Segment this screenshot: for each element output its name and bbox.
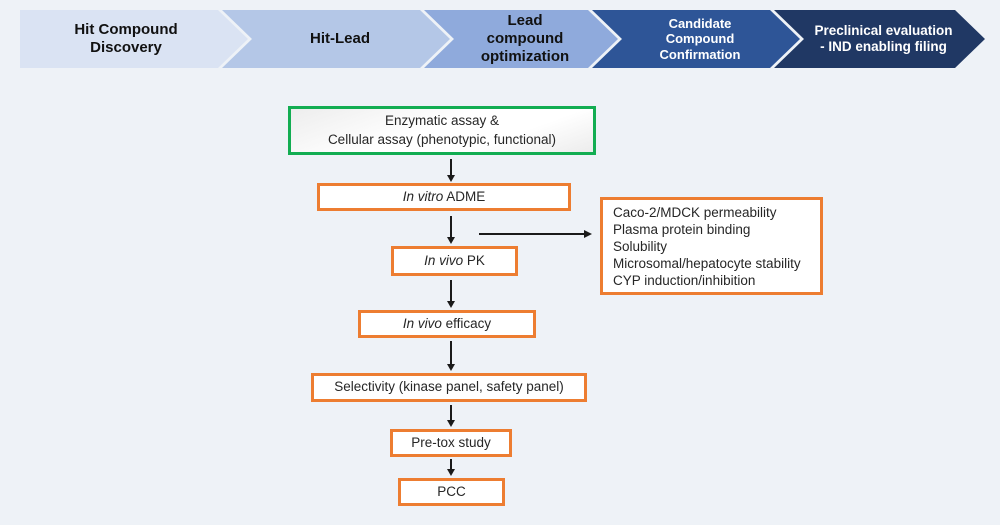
adme-assays-panel: Caco-2/MDCK permeability Plasma protein …: [600, 197, 823, 295]
arrow-down-selectivity-to-pretox: [446, 405, 456, 427]
arrow-head-icon: [584, 229, 592, 238]
stage-label: Candidate Compound Confirmation: [659, 15, 741, 62]
panel-item: CYP induction/inhibition: [613, 272, 756, 288]
arrow-head-icon: [446, 364, 455, 371]
flow-box-pcc: PCC: [398, 478, 505, 506]
flow-box-in-vivo-pk: In vivo PK: [391, 246, 518, 276]
flow-box-label: In vivo efficacy: [402, 315, 492, 331]
stage-label: Lead compound optimization: [480, 12, 570, 65]
flow-box-selectivity: Selectivity (kinase panel, safety panel): [311, 373, 587, 402]
arrow-head-icon: [446, 175, 455, 182]
panel-item: Plasma protein binding: [613, 221, 751, 237]
arrow-head-icon: [446, 420, 455, 427]
arrow-down-pretox-to-pcc: [446, 459, 456, 476]
flow-box-in-vivo-efficacy: In vivo efficacy: [358, 310, 536, 338]
flow-box-label: PCC: [437, 483, 466, 499]
arrow-down-adme-to-pk: [446, 216, 456, 244]
stage-label: Hit Compound Discovery: [74, 21, 178, 56]
arrow-line: [450, 159, 452, 177]
arrow-head-icon: [446, 301, 455, 308]
arrow-right-to-side-panel: [479, 229, 592, 239]
flow-box-label: Enzymatic assay & Cellular assay (phenot…: [327, 113, 557, 147]
stage-candidate-compound-confirmation: Candidate Compound Confirmation: [592, 10, 800, 68]
panel-item: Microsomal/hepatocyte stability: [613, 255, 801, 271]
stage-preclinical-evaluation: Preclinical evaluation - IND enabling fi…: [774, 10, 985, 68]
stage-label: Preclinical evaluation - IND enabling fi…: [814, 22, 953, 54]
arrow-down-pk-to-efficacy: [446, 280, 456, 308]
arrow-line: [479, 233, 586, 235]
stage-hit-compound-discovery: Hit Compound Discovery: [20, 10, 248, 68]
arrow-line: [450, 341, 452, 366]
flow-box-in-vitro-adme: In vitro ADME: [317, 183, 571, 211]
arrow-down-assay-to-adme: [446, 159, 456, 182]
flow-box-enzymatic-cellular-assay: Enzymatic assay & Cellular assay (phenot…: [288, 106, 596, 155]
arrow-line: [450, 280, 452, 303]
arrow-line: [450, 459, 452, 471]
flow-box-pretox-study: Pre-tox study: [390, 429, 512, 457]
arrow-line: [450, 405, 452, 422]
arrow-line: [450, 216, 452, 239]
arrow-head-icon: [446, 237, 455, 244]
stage-lead-compound-optimization: Lead compound optimization: [424, 10, 618, 68]
arrow-head-icon: [446, 469, 455, 476]
flow-box-label: Selectivity (kinase panel, safety panel): [334, 379, 564, 395]
flow-box-label: Pre-tox study: [411, 434, 491, 450]
panel-item: Solubility: [613, 238, 668, 254]
stage-label: Hit-Lead: [310, 30, 370, 47]
process-stage-banner: Hit Compound Discovery Hit-Lead Lead com…: [20, 10, 985, 68]
stage-hit-lead: Hit-Lead: [222, 10, 450, 68]
arrow-down-efficacy-to-selectivity: [446, 341, 456, 371]
flow-box-label: In vitro ADME: [402, 188, 486, 204]
flow-box-label: In vivo PK: [424, 252, 485, 268]
panel-item: Caco-2/MDCK permeability: [613, 204, 777, 220]
